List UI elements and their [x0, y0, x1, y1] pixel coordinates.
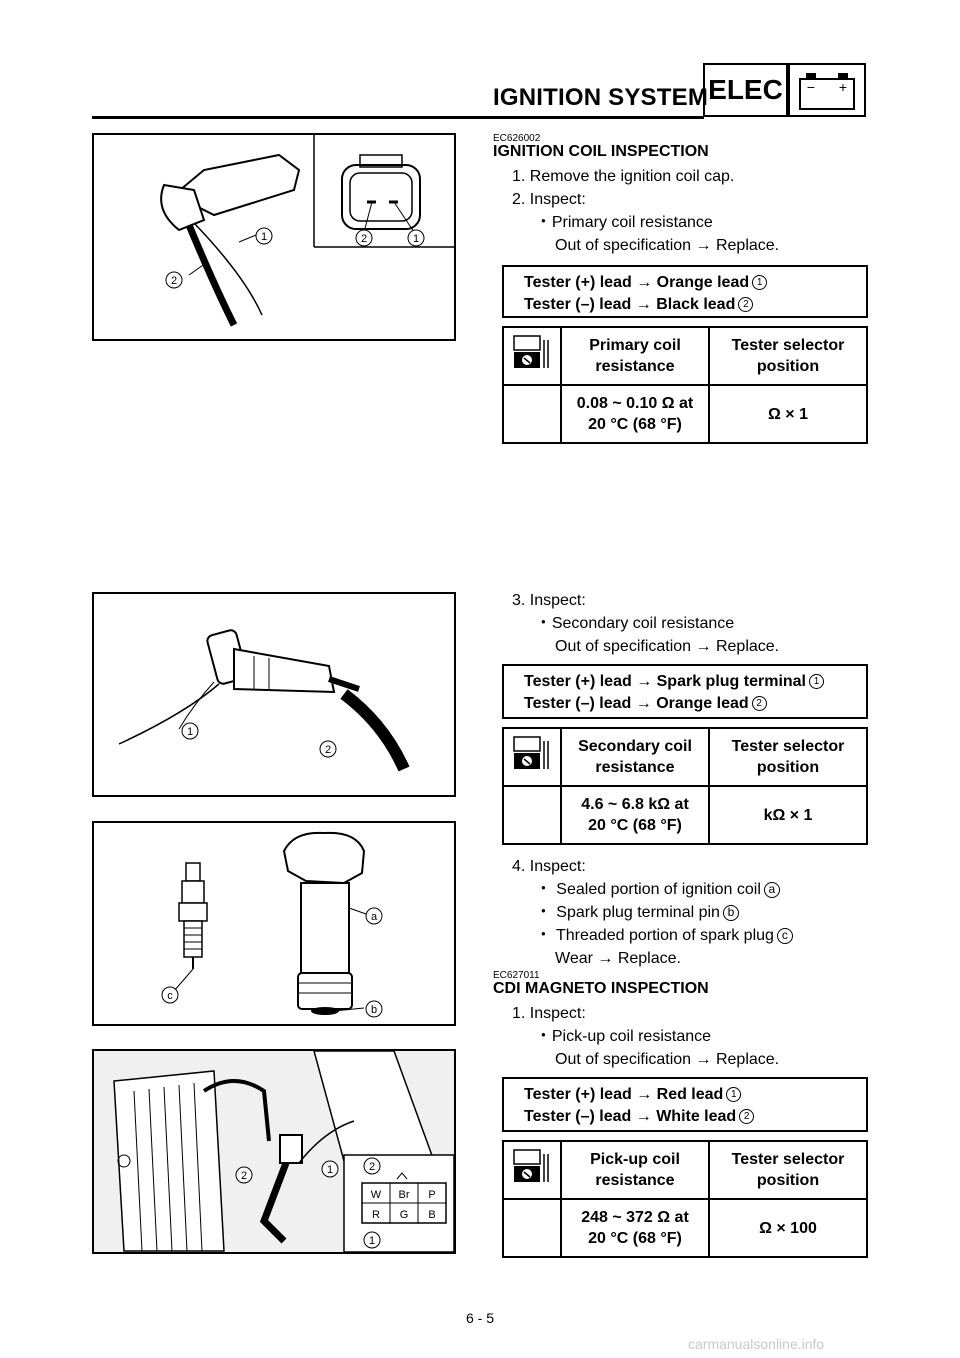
header-cell: Secondary coil resistance	[560, 727, 710, 787]
num-label: 2	[751, 696, 767, 712]
mark-label: b	[722, 904, 739, 921]
header-rule	[92, 116, 704, 119]
battery-plus: +	[839, 79, 847, 95]
bullet-text: Pick-up coil resistance	[541, 1025, 711, 1048]
tester-line: Tester (–) lead → Orange lead	[524, 695, 749, 712]
fig3-label: a	[371, 911, 378, 923]
fig1-label: 1	[261, 231, 267, 243]
num-label: 1	[752, 275, 768, 291]
section-code: EC627011	[493, 970, 540, 981]
header-cell: Tester selector position	[708, 727, 868, 787]
value-cell: kΩ × 1	[708, 785, 868, 845]
page-number: 6 - 5	[465, 1310, 494, 1326]
step-text: 3. Inspect:	[512, 592, 586, 609]
value-cell: 248 ~ 372 Ω at 20 °C (68 °F)	[560, 1198, 710, 1258]
value-cell: 0.08 ~ 0.10 Ω at 20 °C (68 °F)	[560, 384, 710, 444]
figure-spark-plug: c a b	[92, 821, 456, 1026]
connector-pin: B	[428, 1209, 435, 1221]
bullet-text: Primary coil resistance	[541, 211, 713, 234]
header-cell: Tester selector position	[708, 326, 868, 386]
spec-table: Secondary coil resistance Tester selecto…	[502, 727, 868, 845]
spec-text: Out of specification → Replace.	[555, 237, 780, 254]
fig3-label: c	[167, 990, 173, 1002]
mark-label: c	[776, 927, 793, 944]
header-cell: Pick-up coil resistance	[560, 1140, 710, 1200]
fig1-label: 2	[171, 275, 177, 287]
connector-pin: Br	[399, 1189, 410, 1201]
battery-icon: − +	[788, 63, 866, 117]
multimeter-icon-cell	[502, 326, 562, 386]
watermark: carmanualsonline.info	[688, 1336, 825, 1352]
empty-cell	[502, 785, 562, 845]
multimeter-icon	[513, 736, 549, 769]
fig2-label: 1	[187, 726, 193, 738]
empty-cell	[502, 384, 562, 444]
value-cell: Ω × 100	[708, 1198, 868, 1258]
fig2-label: 2	[325, 744, 331, 756]
fig1-label: 1	[413, 233, 419, 245]
fig4-label: 1	[369, 1235, 375, 1247]
value-cell: Ω × 1	[708, 384, 868, 444]
section-tag: ELEC	[703, 63, 788, 117]
fig4-label: 1	[327, 1164, 333, 1176]
fig3-label: b	[371, 1004, 377, 1016]
tester-line: Tester (+) lead → Red lead	[524, 1086, 724, 1103]
section-code: EC626002	[493, 133, 541, 144]
figure-cdi-magneto: 2 1 2 W Br P R G B 1	[92, 1049, 456, 1254]
connector-pin: G	[400, 1209, 409, 1221]
empty-cell	[502, 1198, 562, 1258]
spec-text: Wear → Replace.	[555, 950, 681, 967]
step-text: 4. Inspect:	[512, 858, 586, 875]
section-title: CDI MAGNETO INSPECTION	[493, 980, 709, 997]
header-cell: Primary coil resistance	[560, 326, 710, 386]
figure-secondary-coil: 1 2	[92, 592, 456, 797]
tester-line: Tester (–) lead → Black lead	[524, 296, 736, 313]
fig1-label: 2	[361, 233, 367, 245]
connector-pin: R	[372, 1209, 380, 1221]
step-text: 2. Inspect:	[512, 191, 586, 208]
mark-label: a	[763, 881, 780, 898]
step-text: 1. Inspect:	[512, 1005, 586, 1022]
spec-table: Primary coil resistance Tester selector …	[502, 326, 868, 444]
bullet-text: Secondary coil resistance	[541, 612, 734, 635]
num-label: 2	[738, 297, 754, 313]
num-label: 1	[809, 674, 824, 690]
fig4-label: 2	[369, 1161, 375, 1173]
tester-line: Tester (+) lead → Spark plug terminal	[524, 673, 806, 690]
multimeter-icon	[513, 335, 549, 368]
step-text: 1. Remove the ignition coil cap.	[512, 168, 735, 185]
fig4-label: 2	[241, 1170, 247, 1182]
tester-line: Tester (+) lead → Orange lead	[524, 274, 750, 291]
value-cell: 4.6 ~ 6.8 kΩ at 20 °C (68 °F)	[560, 785, 710, 845]
connector-pin: P	[428, 1189, 435, 1201]
section-title: IGNITION COIL INSPECTION	[493, 143, 709, 160]
spec-text: Out of specification → Replace.	[555, 1051, 780, 1068]
multimeter-icon-cell	[502, 1140, 562, 1200]
multimeter-icon-cell	[502, 727, 562, 787]
num-label: 1	[726, 1087, 742, 1103]
page-title: IGNITION SYSTEM	[493, 84, 709, 111]
tester-line: Tester (–) lead → White lead	[524, 1108, 737, 1125]
connector-pin: W	[371, 1189, 382, 1201]
spec-text: Out of specification → Replace.	[555, 638, 780, 655]
multimeter-icon	[513, 1149, 549, 1182]
figure-ignition-coil: 1 2 2 1	[92, 133, 456, 341]
battery-minus: −	[807, 79, 815, 95]
num-label: 2	[739, 1109, 755, 1125]
header-cell: Tester selector position	[708, 1140, 868, 1200]
spec-table: Pick-up coil resistance Tester selector …	[502, 1140, 868, 1258]
